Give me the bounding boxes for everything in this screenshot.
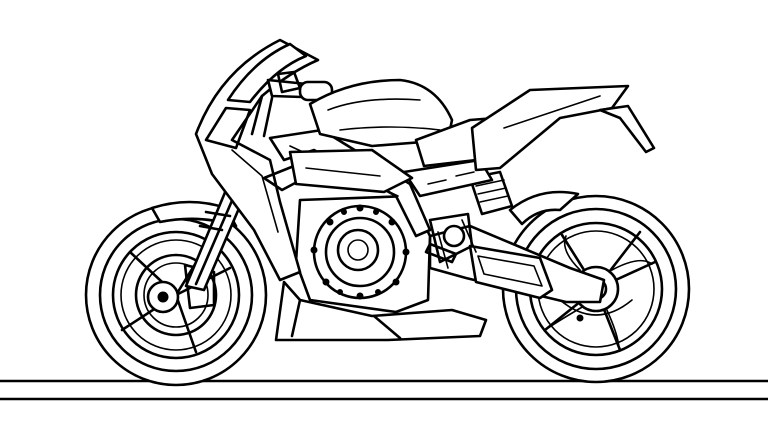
ground-lines	[0, 379, 768, 401]
tank-highlight	[327, 98, 421, 111]
fork-tube-line	[194, 194, 236, 286]
front-wheel	[84, 203, 268, 387]
frame-rear-detail	[427, 171, 475, 185]
rear-hub-bolt	[576, 314, 584, 322]
engine-case-center	[336, 228, 380, 272]
engine-bolts	[310, 204, 410, 300]
tank-lower-line	[339, 126, 441, 131]
license-plate-hanger	[598, 104, 656, 154]
engine-rear-bracket	[428, 212, 474, 264]
rear-hugger	[508, 190, 580, 226]
rear-brake-disc-line	[559, 299, 633, 316]
fork-top	[250, 94, 274, 138]
swingarm-cutout-inner	[477, 255, 543, 287]
swingarm-pivot	[442, 224, 466, 248]
belly-pan	[274, 280, 488, 342]
headlight	[204, 106, 252, 150]
fairing-panel-line	[231, 149, 279, 233]
frame-rear-section	[402, 158, 494, 198]
front-brake-disc	[134, 253, 218, 337]
footpeg	[424, 242, 458, 264]
shock-spring	[475, 179, 509, 203]
fuel-tank	[308, 78, 454, 148]
tail-stripe	[503, 95, 601, 129]
front-fairing	[194, 38, 320, 282]
tail-section	[470, 84, 656, 172]
front-axle	[157, 291, 169, 303]
windscreen	[226, 42, 308, 104]
mirror	[276, 70, 302, 94]
front-rim-inner	[120, 239, 232, 351]
belly-pan-seam	[290, 298, 302, 338]
engine-case-hub	[347, 239, 369, 261]
side-panel	[288, 148, 414, 194]
engine	[294, 194, 477, 314]
side-panel-line	[305, 167, 381, 177]
front-brake-disc-inner	[143, 262, 209, 328]
belly-pan-seam-2	[372, 314, 402, 340]
fork-clamp	[198, 210, 232, 232]
rear-spokes	[543, 230, 657, 352]
engine-case-ring	[324, 216, 396, 288]
front-rim	[111, 230, 241, 360]
tail-fairing	[470, 84, 630, 172]
